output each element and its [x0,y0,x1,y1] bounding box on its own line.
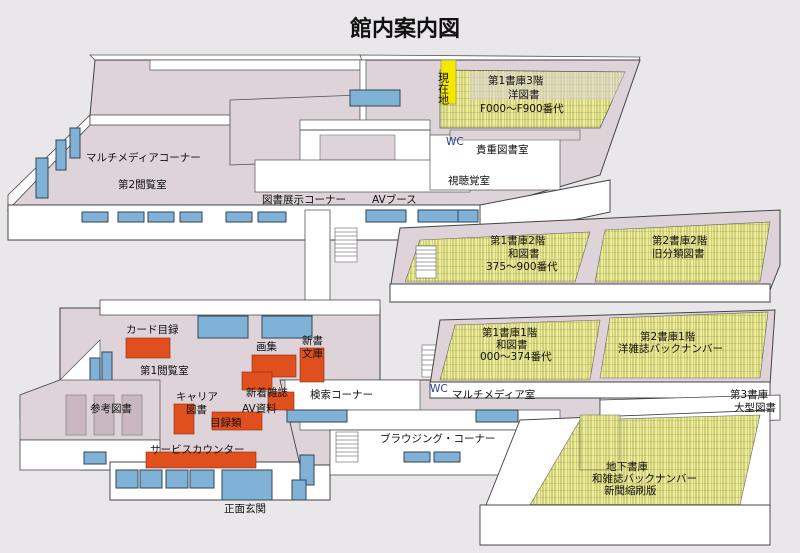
main-entrance-door [221,469,273,501]
label-new-books-2: 文庫 [302,347,323,360]
label-multimedia-corner-2f: マルチメディアコーナー [86,151,201,164]
label-stack1-3f-sub2: F000～F900番代 [480,103,564,115]
label-stack2-2f: 第2書庫2階 [652,234,708,247]
furniture [65,337,325,469]
you-are-here-label: 現在地 [437,72,450,105]
you-are-here-marker [440,59,457,105]
map-title: 館内案内図 [350,16,460,42]
new-books-shelf [299,347,325,383]
ground-floor [19,299,781,546]
windows-2f [35,89,479,223]
stack-2f [389,209,781,303]
stairs-stack-2f [415,245,437,279]
label-basement-sub1: 和雑誌バックナンバー [592,472,697,485]
label-art-collection: 画集 [256,340,277,353]
label-rare-books: 貴重図書室 [476,143,529,156]
label-wc-upper: WC [446,136,464,148]
label-av-materials: AV資料 [242,402,277,415]
label-new-books-1: 新書 [302,334,323,347]
label-multimedia-room: マルチメディア室 [452,388,535,401]
label-basement-sub2: 新聞縮刷版 [604,484,657,497]
service-counter-desk [145,451,257,469]
label-reference-books: 参考図書 [90,402,132,415]
label-main-entrance: 正面玄関 [224,502,266,515]
av-materials-shelf [267,391,295,411]
catalog-shelf [211,411,263,431]
label-search-corner: 検索コーナー [310,388,373,401]
career-books-shelf [173,403,195,435]
label-new-magazines: 新着雑誌 [246,386,288,399]
label-basement-stack: 地下書庫 [606,460,648,473]
art-collection-shelf [251,354,297,378]
label-stack1-2f-sub2: 375～900番代 [486,261,558,273]
label-stack1-1f: 第1書庫1階 [482,326,538,339]
label-stack1-1f-sub1: 和図書 [496,338,528,351]
label-stack1-2f-sub1: 和図書 [508,247,540,260]
label-wc-lower: WC [430,383,448,395]
label-viewing-room: 視聴覚室 [448,174,490,187]
label-exhibition-corner: 図書展示コーナー [262,193,346,206]
label-reading-room-1: 第1閲覧室 [140,364,189,377]
label-card-catalog: カード目録 [126,323,179,336]
label-reading-room-2: 第2閲覧室 [118,178,167,191]
label-av-booth: AVブース [372,193,417,206]
card-catalog-cabinet [125,337,171,359]
label-stack1-3f-sub1: 洋図書 [508,88,540,101]
label-stack3: 第3書庫 [730,388,769,401]
label-stack2-2f-sub1: 旧分類図書 [652,247,705,260]
label-stack1-3f: 第1書庫3階 [488,74,544,87]
label-stack3-sub1: 大型図書 [734,401,776,414]
label-service-counter: サービスカウンター [150,444,245,456]
label-browsing-corner: ブラウジング・コーナー [380,432,496,445]
label-stack1-2f: 第1書庫2階 [490,234,546,247]
label-career-books-2: 図書 [186,403,207,416]
new-magazines-shelf [241,371,273,391]
stairs-2f [334,227,358,263]
upper-floor: 現在地 [6,54,641,263]
label-stack2-1f: 第2書庫1階 [640,330,696,343]
label-career-books-1: キャリア [176,391,218,403]
label-stack2-1f-sub1: 洋雑誌バックナンバー [618,342,723,355]
label-catalog-shelf: 目録類 [210,416,242,429]
label-stack1-1f-sub2: 000～374番代 [480,351,552,363]
